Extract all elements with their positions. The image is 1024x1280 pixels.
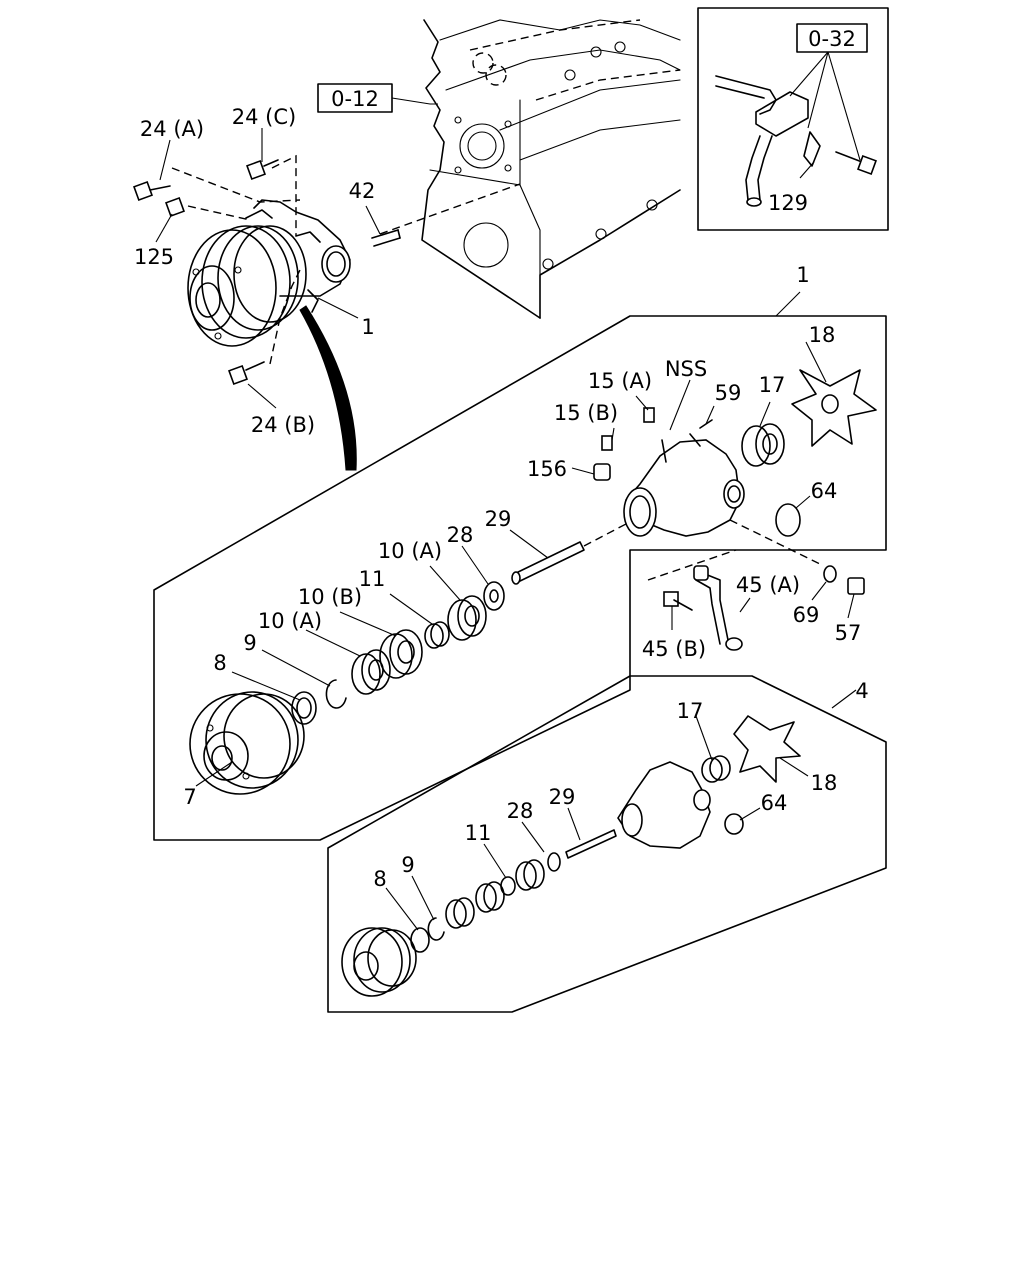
callout-labels: 24 (A) 24 (C) 125 42 1 24 (B) 129 1 18 N… xyxy=(134,105,869,891)
label-17-top: 17 xyxy=(759,373,786,397)
label-11-low: 11 xyxy=(465,821,492,845)
label-9-low: 9 xyxy=(401,853,414,877)
label-64-top: 64 xyxy=(811,479,838,503)
label-129: 129 xyxy=(768,191,808,215)
label-57: 57 xyxy=(835,621,862,645)
label-17-low: 17 xyxy=(677,699,704,723)
label-59: 59 xyxy=(715,381,742,405)
label-125: 125 xyxy=(134,245,174,269)
label-18-top: 18 xyxy=(809,323,836,347)
label-24b: 24 (B) xyxy=(251,413,315,437)
engine-ref-label: 0-12 xyxy=(331,87,379,111)
label-15b: 15 (B) xyxy=(554,401,618,425)
label-29-low: 29 xyxy=(549,785,576,809)
label-9-top: 9 xyxy=(243,631,256,655)
label-10b: 10 (B) xyxy=(298,585,362,609)
label-1-pump: 1 xyxy=(361,315,374,339)
label-11-top: 11 xyxy=(359,567,386,591)
label-69: 69 xyxy=(793,603,820,627)
assembled-pump xyxy=(133,154,521,471)
label-18-low: 18 xyxy=(811,771,838,795)
label-28-top: 28 xyxy=(447,523,474,547)
label-28-low: 28 xyxy=(507,799,534,823)
label-8-low: 8 xyxy=(373,867,386,891)
label-15a: 15 (A) xyxy=(588,369,652,393)
leader-lines xyxy=(155,128,855,931)
label-1-group: 1 xyxy=(796,263,809,287)
label-10a-low: 10 (A) xyxy=(258,609,322,633)
exploded-group-1-frame xyxy=(153,291,887,841)
engine-ref-callout: 0-12 xyxy=(317,83,438,113)
label-156: 156 xyxy=(527,457,567,481)
exploded-group-1-parts xyxy=(189,369,877,795)
label-4: 4 xyxy=(855,679,868,703)
label-42: 42 xyxy=(349,179,376,203)
label-7: 7 xyxy=(183,785,196,809)
engine-block xyxy=(421,19,681,319)
exploded-group-4-frame xyxy=(327,675,887,1013)
bracket-inset: 0-32 xyxy=(697,7,889,231)
exploded-group-4-parts xyxy=(341,715,801,997)
label-45b: 45 (B) xyxy=(642,637,706,661)
label-8-top: 8 xyxy=(213,651,226,675)
bracket-ref-label: 0-32 xyxy=(808,27,856,51)
label-45a: 45 (A) xyxy=(736,573,800,597)
label-24c: 24 (C) xyxy=(232,105,296,129)
label-10a-top: 10 (A) xyxy=(378,539,442,563)
label-29-top: 29 xyxy=(485,507,512,531)
label-64-low: 64 xyxy=(761,791,788,815)
label-nss: NSS xyxy=(665,357,707,381)
label-24a-top: 24 (A) xyxy=(140,117,204,141)
